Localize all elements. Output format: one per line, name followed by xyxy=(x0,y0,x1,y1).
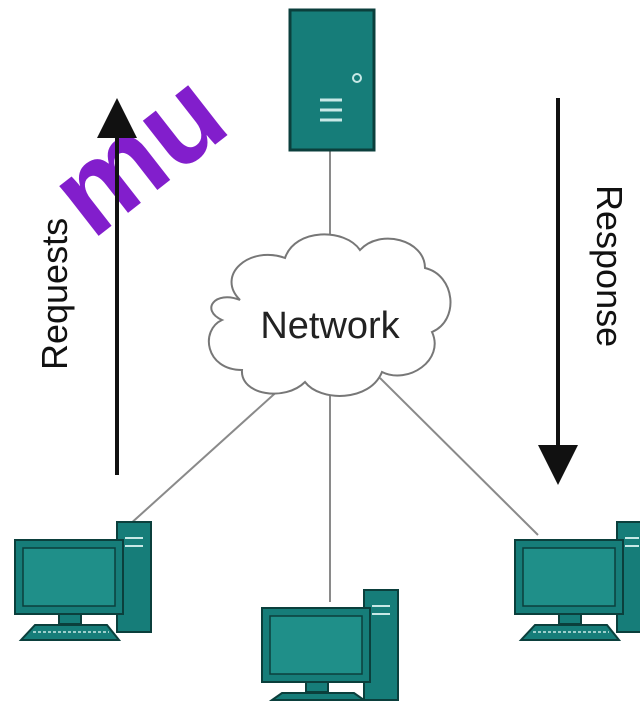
network-left-client-link xyxy=(117,377,293,536)
network-label: Network xyxy=(260,305,400,347)
computer-icon-left xyxy=(14,521,152,641)
connection-lines xyxy=(117,150,539,602)
network-cloud-icon xyxy=(207,233,452,397)
computer-icon-right xyxy=(514,521,640,641)
computer-icon-center xyxy=(261,589,399,701)
requests-label: Requests xyxy=(34,218,75,370)
server-icon xyxy=(288,8,376,152)
network-right-client-link xyxy=(379,377,539,536)
response-label: Response xyxy=(589,185,630,347)
